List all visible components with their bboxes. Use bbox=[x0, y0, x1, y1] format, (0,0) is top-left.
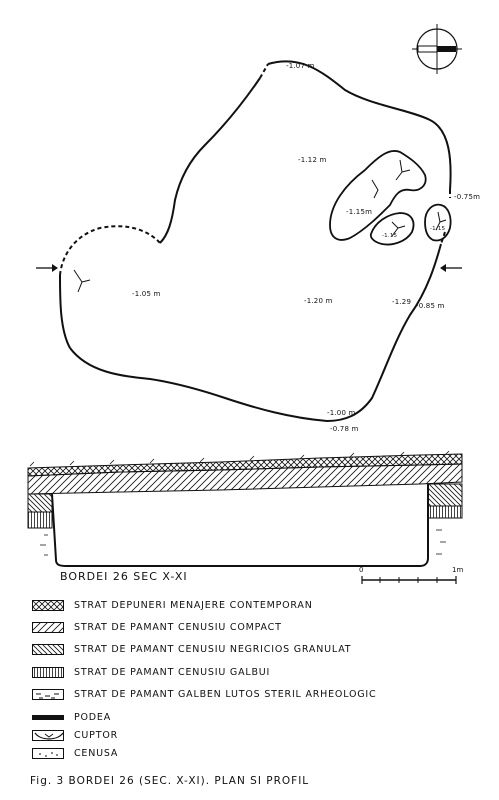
legend-swatch-diagonal bbox=[32, 621, 64, 633]
depth-label: -1.12 m bbox=[298, 156, 327, 164]
depth-label: -1.29 bbox=[392, 298, 412, 306]
legend-label: STRAT DE PAMANT CENUSIU GALBUI bbox=[74, 666, 271, 678]
legend-swatch-crosshatch bbox=[32, 599, 64, 611]
depth-label: -1.00 m bbox=[327, 409, 356, 417]
legend-swatch-backdiagonal bbox=[32, 643, 64, 655]
ash-marks bbox=[73, 159, 447, 293]
depth-label: -1.15 bbox=[382, 233, 398, 239]
legend-item: STRAT DE PAMANT CENUSIU NEGRICIOS GRANUL… bbox=[32, 641, 351, 657]
legend-label: PODEA bbox=[74, 711, 112, 723]
plan-outline-dashed bbox=[59, 63, 451, 276]
depth-label: -1.15 bbox=[430, 226, 446, 232]
legend-label: STRAT DE PAMANT CENUSIU NEGRICIOS GRANUL… bbox=[74, 643, 352, 655]
legend-swatch-cuptor bbox=[32, 729, 64, 741]
depth-label: -1.05 m bbox=[132, 290, 161, 298]
legend-swatch-podea bbox=[32, 714, 64, 720]
legend-label: STRAT DE PAMANT GALBEN LUTOS STERIL ARHE… bbox=[74, 688, 377, 700]
depth-label: -0.78 m bbox=[330, 425, 359, 433]
section-title: BORDEI 26 SEC X-XI bbox=[60, 570, 188, 583]
depth-label: -1.15m bbox=[346, 208, 373, 216]
hearth-feature bbox=[329, 150, 452, 246]
legend-item: STRAT DE PAMANT CENUSIU COMPACT bbox=[32, 619, 282, 635]
depth-label: -1.07 m bbox=[286, 62, 315, 70]
plan-outline bbox=[59, 60, 452, 423]
legend-item: STRAT DE PAMANT CENUSIU GALBUI bbox=[32, 664, 270, 680]
scale-label-start: 0 bbox=[359, 566, 364, 574]
legend-item: CUPTOR bbox=[32, 727, 118, 743]
legend-item: PODEA bbox=[32, 709, 111, 725]
scale-bar bbox=[361, 576, 457, 584]
section-profile bbox=[27, 450, 463, 567]
arrow-left-icon bbox=[440, 264, 462, 272]
legend-item: STRAT DEPUNERI MENAJERE CONTEMPORAN bbox=[32, 597, 313, 613]
legend-swatch-vertical bbox=[32, 666, 64, 678]
legend-swatch-dashed bbox=[32, 688, 64, 700]
legend-item: CENUSA bbox=[32, 745, 118, 761]
legend-label: CENUSA bbox=[74, 747, 119, 759]
scale-label-end: 1m bbox=[452, 566, 464, 574]
figure-caption: Fig. 3 BORDEI 26 (SEC. X-XI). PLAN SI PR… bbox=[30, 775, 310, 787]
legend-swatch-cenusa bbox=[32, 747, 64, 759]
north-arrow-icon bbox=[412, 24, 462, 74]
legend-label: CUPTOR bbox=[74, 729, 118, 741]
depth-label: -0.75m bbox=[454, 193, 481, 201]
depth-label: -1.20 m bbox=[304, 297, 333, 305]
arrow-right-icon bbox=[36, 264, 58, 272]
legend-label: STRAT DEPUNERI MENAJERE CONTEMPORAN bbox=[74, 599, 313, 611]
depth-label: -0.85 m bbox=[416, 302, 445, 310]
legend-label: STRAT DE PAMANT CENUSIU COMPACT bbox=[74, 621, 282, 633]
legend-item: STRAT DE PAMANT GALBEN LUTOS STERIL ARHE… bbox=[32, 686, 376, 702]
